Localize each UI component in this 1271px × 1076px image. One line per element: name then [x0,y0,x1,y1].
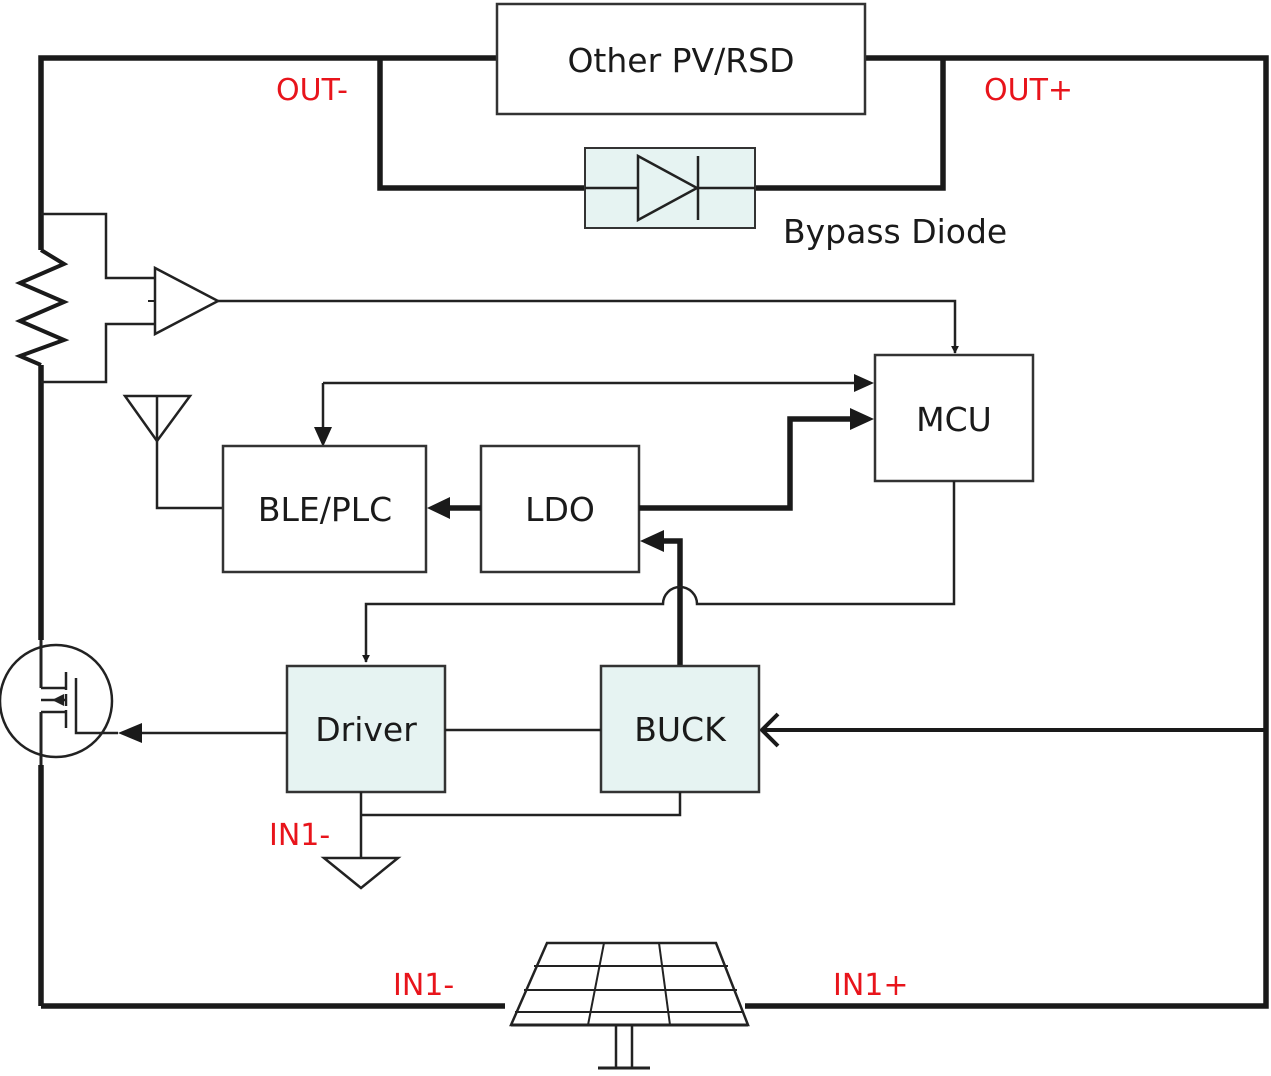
main-loop-wires [38,55,1269,1009]
ldo-to-mcu-wire [639,408,874,511]
current-sense-wires [41,212,155,384]
driver-to-mosfet-wire [118,723,287,743]
ldo-block: LDO [479,444,641,574]
buck-block: BUCK [599,664,761,794]
in1-minus-ground-label: IN1- [269,818,330,853]
ground-icon [320,856,402,890]
solar-panel-icon [509,941,750,1070]
ldo-to-ble-wire [427,497,481,519]
amp-to-mcu-wire [218,299,959,354]
in1-minus-panel-label: IN1- [393,968,454,1003]
driver-block: Driver [285,664,447,794]
resistor-icon [14,248,70,367]
buck-label: BUCK [634,710,727,749]
buck-to-ldo-wire [640,530,683,665]
ble-plc-label: BLE/PLC [258,490,392,529]
in1-plus-panel-label: IN1+ [833,968,909,1003]
other-pv-rsd-label: Other PV/RSD [567,41,794,80]
out-minus-label: OUT- [276,73,348,108]
ble-plc-block: BLE/PLC [221,444,428,574]
ldo-label: LDO [525,490,595,529]
antenna-icon [122,394,193,444]
amplifier-icon [148,265,221,337]
driver-label: Driver [315,710,417,749]
ground-wires [359,792,682,857]
bypass-diode: Bypass Diode [584,147,1007,251]
mosfet-icon [0,640,118,765]
mcu-to-driver-wire [362,481,956,663]
out-plus-label: OUT+ [984,73,1073,108]
bypass-diode-label: Bypass Diode [783,212,1007,251]
diode-icon [636,153,700,223]
mcu-block: MCU [873,353,1035,483]
other-pv-rsd-block: Other PV/RSD [495,2,867,116]
mcu-label: MCU [916,400,992,439]
mcu-ble-link [314,374,874,447]
antenna-wire [155,441,223,510]
